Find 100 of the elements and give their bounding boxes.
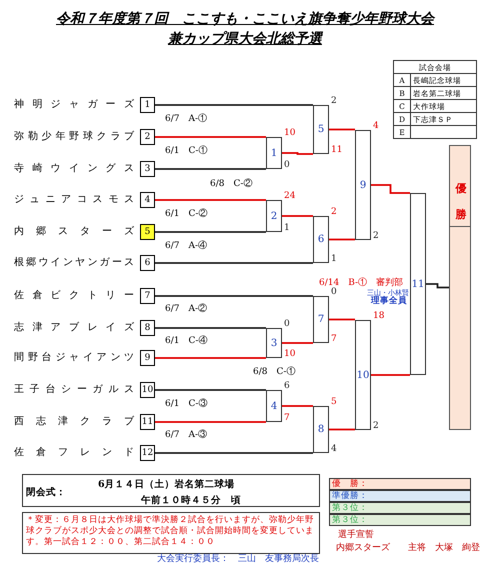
score: 1 — [331, 254, 337, 264]
team-name: 間野台ジャイアンツ — [14, 352, 134, 364]
team-name: 神明ジャガーズ — [14, 99, 134, 111]
team-name: 王子台シーガルス — [14, 384, 134, 396]
bracket-line — [155, 231, 266, 233]
seed-number: 12 — [140, 445, 155, 461]
team-name: 寺崎ウイングス — [14, 163, 134, 175]
score: 10 — [284, 128, 296, 138]
seed-number: 8 — [140, 320, 155, 336]
bracket-line — [155, 421, 266, 423]
match-number: 5 — [318, 124, 324, 135]
committee-chair: 大会実行委員長： 三山 友事務局次長 — [157, 554, 319, 565]
score: 2 — [373, 231, 379, 241]
bracket-line — [155, 327, 266, 329]
match-number: 9 — [360, 180, 366, 190]
match-date: 6/14 B-① 審判部 — [319, 278, 404, 288]
match-date: 6/1 C-① — [165, 146, 208, 157]
notice-text: ＊変更：６月８日は大作球場で準決勝２試合を行いますが、弥勒少年野球クラブがスポ少大会との調整で試合順・試合開始時間を変更しています。第一試合１２：００、第二試合１４：００ — [26, 515, 315, 548]
captain-name: 主将 大塚 絢登 — [408, 543, 480, 554]
bracket-line — [426, 283, 449, 288]
score: 0 — [284, 160, 290, 170]
score: 24 — [284, 191, 296, 201]
score: 10 — [284, 349, 296, 359]
bracket-line — [282, 215, 313, 217]
team-name: 弥勒少年野球クラブ — [14, 131, 134, 143]
bracket-line — [155, 199, 266, 201]
match-date: 6/7 A-② — [165, 304, 208, 315]
bracket-line — [155, 262, 313, 264]
bracket-line — [155, 357, 266, 359]
match-number: 8 — [318, 424, 324, 435]
team-name: 内郷スターズ — [336, 543, 390, 554]
ceremony-label: 閉会式： — [26, 486, 66, 499]
bracket-line — [329, 128, 355, 130]
seed-number: 3 — [140, 161, 155, 177]
bracket-line — [282, 152, 313, 155]
score: 2 — [373, 421, 379, 431]
result-row — [329, 502, 471, 514]
bracket-line — [155, 104, 313, 106]
result-row — [329, 490, 471, 502]
match-number: 4 — [270, 400, 278, 412]
team-name: 志津アブレイズ — [14, 322, 134, 334]
score: 1 — [284, 223, 290, 233]
bracket-line — [329, 238, 355, 240]
seed-number: 7 — [140, 288, 155, 304]
result-label: 準優勝： — [331, 491, 368, 501]
match-date: 6/7 A-④ — [165, 241, 208, 252]
score: 4 — [331, 444, 337, 454]
score: 18 — [373, 311, 384, 321]
result-label: 第３位： — [331, 503, 368, 513]
result-row — [329, 478, 471, 490]
match-number: 10 — [356, 370, 370, 380]
team-name: 佐倉フレンド — [14, 447, 134, 459]
bracket-line — [371, 184, 410, 194]
bracket-line — [329, 428, 355, 430]
score: 7 — [284, 413, 290, 423]
seed-number: 4 — [140, 192, 155, 208]
referee-note: 理事全員 — [371, 297, 407, 306]
seed-number: 11 — [140, 414, 155, 430]
ceremony-box — [22, 474, 320, 507]
match-number: 2 — [270, 210, 278, 222]
result-label: 優 勝： — [331, 479, 368, 489]
seed-number: 5 — [140, 224, 155, 240]
score: 4 — [373, 121, 379, 131]
team-name: 内郷スターズ — [14, 226, 134, 238]
score: 2 — [331, 96, 337, 106]
subtitle: 兼カップ県大会北総予選 — [166, 30, 324, 48]
match-number: 3 — [270, 338, 278, 348]
bracket-line — [155, 452, 313, 454]
seed-number: 10 — [140, 382, 155, 398]
title: 令和７年度第７回 ここすも・ここいえ旗争奪少年野球大会 — [55, 10, 436, 28]
score: 0 — [331, 287, 337, 297]
match-date: 6/7 A-③ — [165, 430, 208, 441]
seed-number: 2 — [140, 129, 155, 145]
bracket-line — [155, 389, 266, 391]
bracket-line — [329, 318, 355, 320]
team-name: 佐倉ビクトリー — [14, 290, 134, 302]
ceremony-detail: 6月１４日（土）岩名第二球場 — [98, 478, 235, 491]
match-date: 6/7 A-① — [165, 114, 208, 125]
team-name: ジュニアコスモス — [14, 194, 134, 206]
match-date: 6/1 C-② — [165, 209, 208, 220]
bracket-line — [155, 295, 313, 297]
result-row — [329, 514, 471, 526]
seed-number: 1 — [140, 97, 155, 113]
score: 7 — [331, 334, 337, 344]
match-number: 6 — [318, 234, 324, 245]
match-number: 1 — [270, 148, 278, 158]
team-name: 根郷ウインヤンガース — [14, 257, 134, 269]
match-date: 6/1 C-④ — [165, 336, 208, 347]
champion-box — [449, 145, 471, 430]
score: 5 — [331, 397, 337, 407]
bracket-line — [282, 342, 313, 344]
oath-heading: 選手宣誓 — [338, 530, 374, 541]
seed-number: 9 — [140, 350, 155, 366]
result-label: 第３位： — [331, 515, 368, 525]
seed-number: 6 — [140, 255, 155, 271]
score: 11 — [331, 145, 342, 155]
match-date: 6/8 C-① — [253, 367, 296, 378]
team-name: 西志津クラブ — [14, 416, 134, 428]
champion-heading: 優勝 — [454, 173, 468, 225]
match-number: 7 — [318, 314, 324, 325]
